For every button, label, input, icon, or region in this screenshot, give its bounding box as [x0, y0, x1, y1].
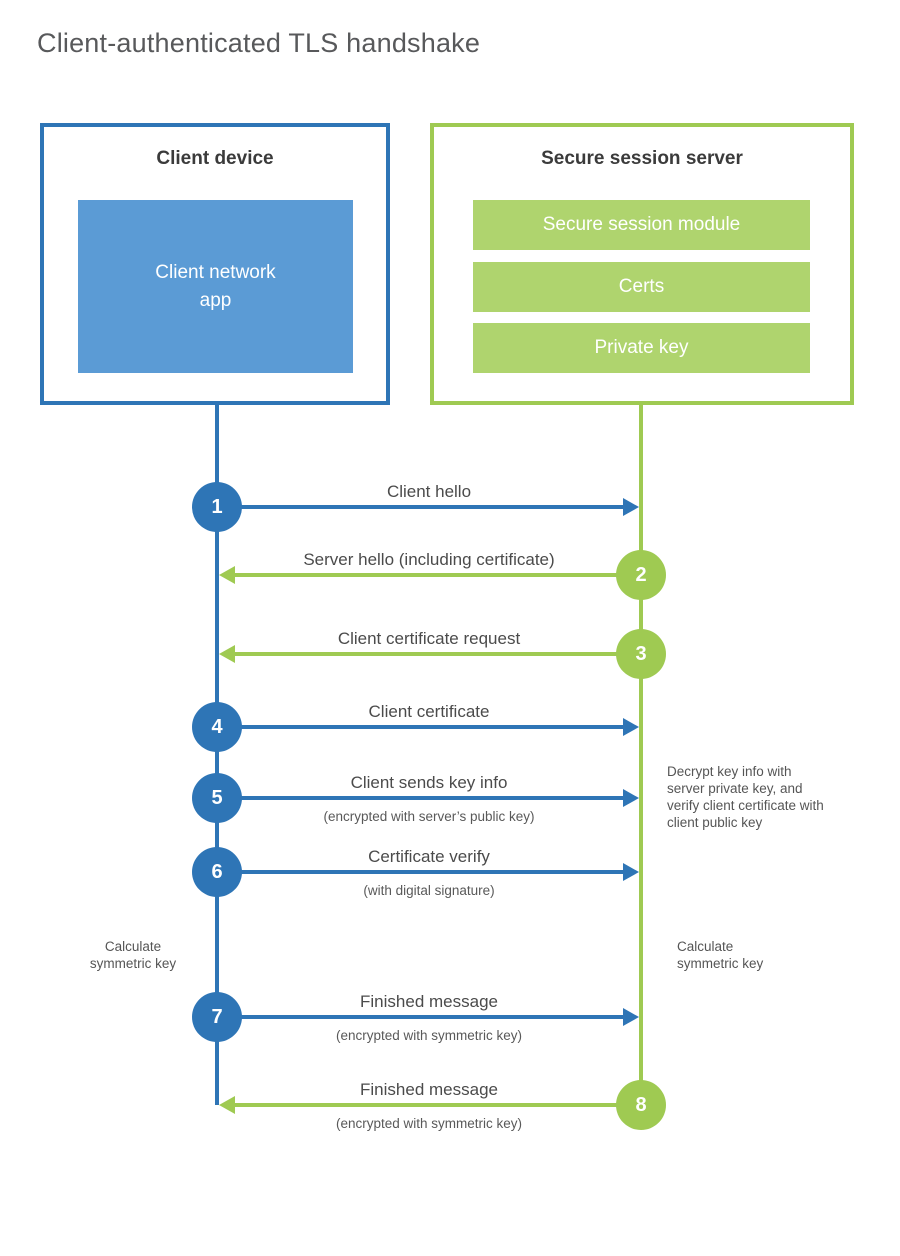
step-6-label: Certificate verify	[368, 847, 490, 866]
secure-session-server-title: Secure session server	[541, 148, 743, 169]
step-6-arrow	[217, 870, 623, 874]
server-module-certs: Certs	[473, 262, 810, 312]
step-4-label: Client certificate	[368, 702, 490, 721]
client-network-app-box: Client network app	[78, 200, 353, 373]
step-7-arrow	[217, 1015, 623, 1019]
server-lifeline	[639, 403, 643, 1105]
client-calculate-key-note: Calculate symmetric key	[89, 939, 177, 971]
client-device-title: Client device	[156, 148, 274, 169]
step-3-label: Client certificate request	[337, 629, 521, 648]
step-3-arrowhead-icon	[219, 645, 235, 663]
step-4-arrow	[217, 725, 623, 729]
step-3-arrow	[235, 652, 641, 656]
step-2-label: Server hello (including certificate)	[303, 550, 555, 569]
step-7-arrowhead-icon	[623, 1008, 639, 1026]
step-1-arrowhead-icon	[623, 498, 639, 516]
step-7-label: Finished message	[360, 992, 498, 1011]
step-2-badge: 2	[616, 550, 666, 600]
step-3-badge: 3	[616, 629, 666, 679]
step-6-arrowhead-icon	[623, 863, 639, 881]
step-4-badge: 4	[192, 702, 242, 752]
step-1-arrow	[217, 505, 623, 509]
step-4-arrowhead-icon	[623, 718, 639, 736]
step-5-arrow	[217, 796, 623, 800]
step-2-arrow	[235, 573, 641, 577]
server-decrypt-note: Decrypt key info with server private key…	[667, 764, 824, 830]
client-lifeline	[215, 403, 219, 1105]
server-calculate-key-note: Calculate symmetric key	[677, 939, 764, 971]
server-module-private-key: Private key	[473, 323, 810, 373]
step-8-arrowhead-icon	[219, 1096, 235, 1114]
step-6-badge: 6	[192, 847, 242, 897]
step-8-badge: 8	[616, 1080, 666, 1130]
client-network-app-label: Client network app	[155, 261, 276, 311]
step-8-sublabel: (encrypted with symmetric key)	[335, 1116, 523, 1131]
step-1-badge: 1	[192, 482, 242, 532]
step-5-badge: 5	[192, 773, 242, 823]
step-7-sublabel: (encrypted with symmetric key)	[335, 1028, 523, 1043]
page-title: Client-authenticated TLS handshake	[37, 28, 481, 58]
step-6-sublabel: (with digital signature)	[363, 883, 495, 898]
server-module-secure-session: Secure session module	[473, 200, 810, 250]
step-5-arrowhead-icon	[623, 789, 639, 807]
step-8-label: Finished message	[360, 1080, 498, 1099]
step-2-arrowhead-icon	[219, 566, 235, 584]
step-5-sublabel: (encrypted with server’s public key)	[323, 809, 535, 824]
step-8-arrow	[235, 1103, 641, 1107]
step-7-badge: 7	[192, 992, 242, 1042]
step-5-label: Client sends key info	[350, 773, 508, 792]
step-1-label: Client hello	[386, 482, 472, 501]
